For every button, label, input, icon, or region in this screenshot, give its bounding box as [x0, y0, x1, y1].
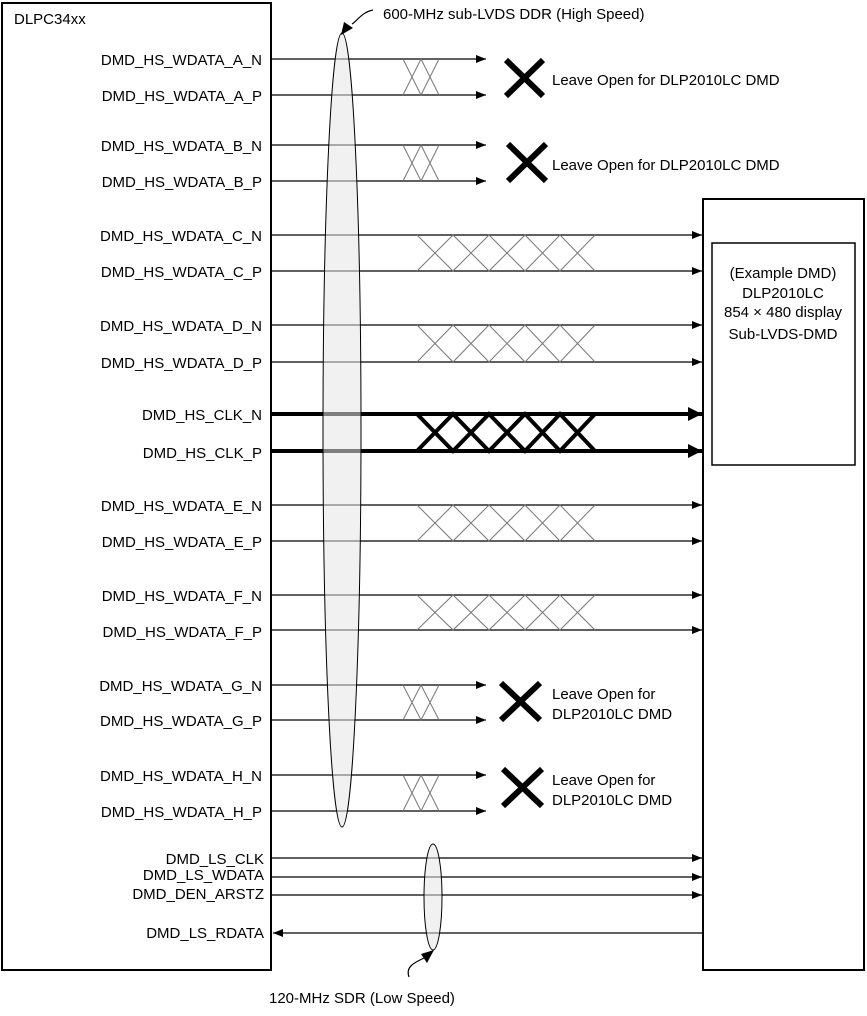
- no-connect-x-icon: [505, 141, 549, 184]
- open-note-line1: Leave Open for: [552, 772, 655, 789]
- signal-label: DMD_HS_WDATA_C_P: [101, 264, 262, 281]
- signal-label: DMD_HS_WDATA_D_P: [101, 355, 262, 372]
- ls-bus-leader-arrow: [421, 950, 434, 963]
- hs-bus-leader: [351, 9, 374, 25]
- signal-label: DMD_HS_WDATA_A_P: [102, 88, 262, 105]
- dmd-label-4: Sub-LVDS-DMD: [729, 326, 838, 343]
- dmd-label-3: 854 × 480 display: [724, 304, 843, 321]
- ls-bus-leader: [407, 957, 425, 978]
- signal-label: DMD_HS_WDATA_E_N: [101, 498, 262, 515]
- signal-label: DMD_HS_WDATA_H_P: [101, 804, 262, 821]
- open-note-line2: DLP2010LC DMD: [552, 706, 672, 723]
- open-note-line1: Leave Open for: [552, 686, 655, 703]
- hs-bus-leader-arrow: [341, 22, 353, 35]
- no-connect-x-icon: [503, 57, 546, 99]
- signal-label: DMD_DEN_ARSTZ: [132, 886, 264, 903]
- hs-bus-label: 600-MHz sub-LVDS DDR (High Speed): [383, 6, 644, 23]
- signal-label: DMD_LS_CLK: [166, 851, 264, 868]
- ls-signal-labels: DMD_LS_CLK DMD_LS_WDATA DMD_DEN_ARSTZ DM…: [132, 851, 264, 942]
- controller-block: [1, 2, 272, 971]
- controller-title: DLPC34xx: [14, 11, 86, 28]
- signal-label: DMD_HS_WDATA_B_P: [102, 174, 262, 191]
- signal-label: DMD_LS_WDATA: [143, 867, 264, 884]
- signal-label: DMD_HS_WDATA_G_N: [99, 678, 262, 695]
- twist-crossings: [402, 57, 596, 813]
- clock-twist: [415, 411, 597, 454]
- signal-label: DMD_HS_CLK_P: [143, 445, 262, 462]
- ls-lines: [271, 854, 702, 937]
- no-connect-x-icon: [500, 766, 545, 809]
- hs-signal-labels: DMD_HS_WDATA_A_N DMD_HS_WDATA_A_P DMD_HS…: [99, 52, 262, 821]
- no-connect-x-icon: [498, 680, 543, 723]
- signal-label: DMD_HS_WDATA_F_P: [103, 624, 262, 641]
- open-note: Leave Open for DLP2010LC DMD: [552, 157, 780, 174]
- signal-label: DMD_HS_CLK_N: [142, 407, 262, 424]
- ls-bus-label: 120-MHz SDR (Low Speed): [269, 990, 455, 1007]
- signal-label: DMD_HS_WDATA_B_N: [101, 138, 262, 155]
- signal-label: DMD_HS_WDATA_H_N: [100, 768, 262, 785]
- open-pair-lines: [271, 55, 486, 815]
- hs-bus-ellipse: [322, 32, 362, 828]
- dmd-label-2: DLP2010LC: [742, 285, 824, 302]
- dmd-inner-block: [711, 242, 856, 466]
- open-note: Leave Open for DLP2010LC DMD: [552, 72, 780, 89]
- signal-label: DMD_LS_RDATA: [146, 925, 264, 942]
- signal-label: DMD_HS_WDATA_G_P: [100, 713, 262, 730]
- signal-label: DMD_HS_WDATA_E_P: [102, 534, 262, 551]
- ls-bus-ellipse: [423, 843, 443, 951]
- open-note-line2: DLP2010LC DMD: [552, 792, 672, 809]
- dmd-label-1: (Example DMD): [730, 265, 837, 282]
- signal-label: DMD_HS_WDATA_C_N: [100, 228, 262, 245]
- signal-label: DMD_HS_WDATA_D_N: [100, 318, 262, 335]
- signal-label: DMD_HS_WDATA_A_N: [101, 52, 262, 69]
- signal-label: DMD_HS_WDATA_F_N: [102, 588, 262, 605]
- no-connect-marks: [498, 57, 549, 809]
